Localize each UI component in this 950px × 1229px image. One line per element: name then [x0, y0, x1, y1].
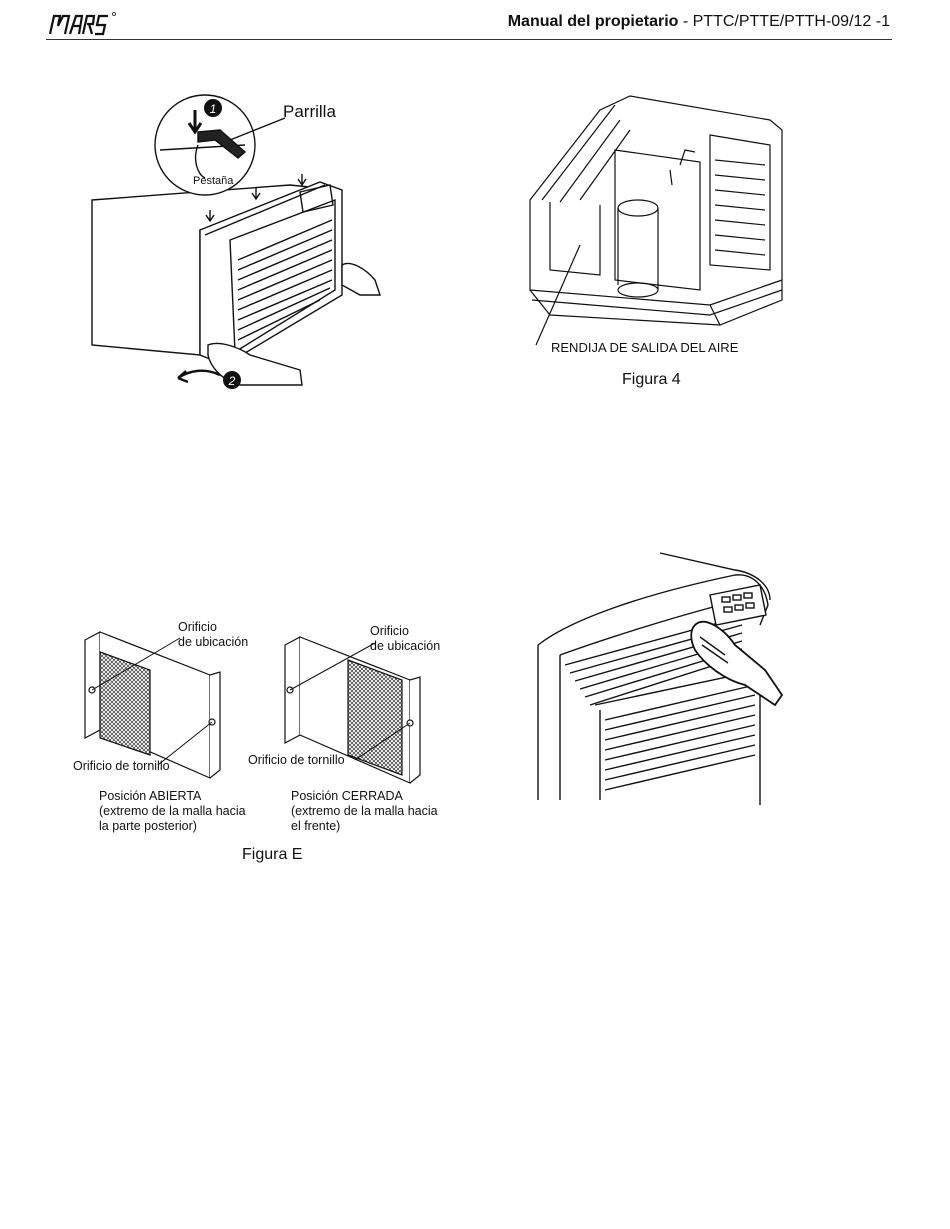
grille-removal-illustration: 1 2 [91, 94, 381, 389]
header-divider [46, 39, 892, 40]
figure-4-caption: Figura 4 [622, 371, 681, 388]
step-2-number: 2 [228, 374, 236, 388]
figure-e-caption: Figura E [242, 846, 303, 863]
label-tab: Pestaña [193, 175, 234, 187]
position-open-line-1: Posición ABIERTA [99, 789, 202, 803]
label-locator-hole-right-1: Orificio [370, 624, 409, 638]
brand-logo [48, 12, 116, 36]
figure-e-filter-open-illustration [84, 631, 221, 779]
unit-airflow-adjust-illustration [537, 552, 784, 805]
step-1-number: 1 [210, 102, 217, 116]
label-screw-hole-right: Orificio de tornillo [248, 753, 345, 767]
position-open-line-3: la parte posterior) [99, 819, 197, 833]
label-locator-hole-left-2: de ubicación [178, 635, 249, 649]
label-screw-hole-left: Orificio de tornillo [73, 759, 170, 773]
label-air-outlet: RENDIJA DE SALIDA DEL AIRE [551, 340, 739, 355]
label-locator-hole-right-2: de ubicación [370, 639, 441, 653]
figure-4-chassis-illustration [529, 95, 783, 346]
label-grille: Parrilla [283, 102, 336, 121]
figure-e-filter-closed-illustration [284, 636, 421, 784]
position-closed-line-3: el frente) [291, 819, 341, 833]
position-closed-line-1: Posición CERRADA [291, 789, 403, 803]
position-closed-line-2: (extremo de la malla hacia [291, 804, 438, 818]
manual-title: Manual del propietario [507, 13, 679, 30]
label-locator-hole-left-1: Orificio [178, 620, 217, 634]
position-open-line-2: (extremo de la malla hacia [99, 804, 246, 818]
page-header-title: Manual del propietario - PTTC/PTTE/PTTH-… [300, 13, 890, 31]
model-range: - PTTC/PTTE/PTTH-09/12 -1 [678, 13, 890, 30]
